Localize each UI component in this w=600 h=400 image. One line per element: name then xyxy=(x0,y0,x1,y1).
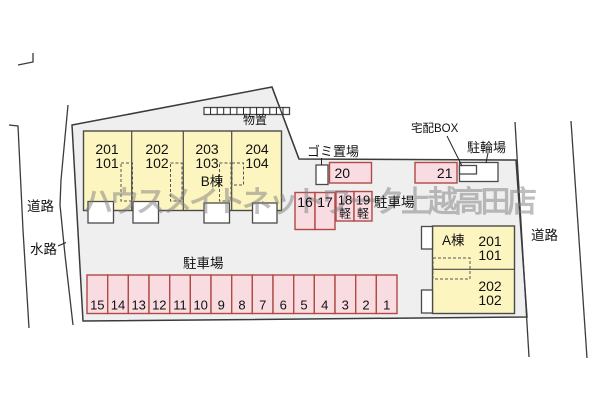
parking-space-20 xyxy=(328,161,373,184)
delivery-box-pointer-line xyxy=(446,135,463,167)
storage-row xyxy=(203,106,291,116)
storage-row-dividers xyxy=(210,107,284,115)
parking-cell-number: 14 xyxy=(111,298,125,313)
building-b-porch-dashed-1 xyxy=(120,162,133,202)
garbage-label: ゴミ置場 xyxy=(307,144,359,159)
b-unit3-lower: 103 xyxy=(195,155,219,171)
parking-16-label: 16 xyxy=(297,194,313,210)
parking-space-17 xyxy=(314,191,336,231)
road-left-label: 道路 xyxy=(27,199,54,214)
b-unit4-upper: 204 xyxy=(245,141,269,157)
parking-cell-number: 13 xyxy=(131,298,145,313)
corner-mark xyxy=(17,53,34,66)
parking-space-21 xyxy=(414,161,458,184)
building-b-entrance-1 xyxy=(87,200,115,224)
boundary-overlap-line xyxy=(271,86,300,160)
kei-label-18: 軽 xyxy=(339,207,351,221)
road-right-inner-line xyxy=(514,121,530,358)
b-unit2-upper: 202 xyxy=(145,141,169,157)
parking-19-label: 19 xyxy=(356,193,370,208)
parking-space-19 xyxy=(353,190,373,222)
building-a-porch-dashed xyxy=(432,257,471,280)
parking-cell-number: 5 xyxy=(300,298,307,313)
kei-label-19: 軽 xyxy=(357,207,369,221)
road-left-outer-line xyxy=(8,124,30,329)
building-b-label: B棟 xyxy=(201,174,224,189)
a-unit2-upper: 202 xyxy=(478,278,502,294)
waterway-tick xyxy=(57,242,67,247)
building-b-porch-dashed-3 xyxy=(219,162,232,202)
building-a-entrance-1 xyxy=(420,225,434,250)
parking-20-label: 20 xyxy=(335,165,351,181)
parking-17-label: 17 xyxy=(317,194,333,210)
parking-cell-number: 2 xyxy=(362,298,369,313)
building-b-entrance-2 xyxy=(132,200,160,224)
a-unit1-lower: 101 xyxy=(478,247,502,263)
parking-cell-number: 7 xyxy=(259,298,266,313)
building-b-entrance-3 xyxy=(203,202,231,224)
b-unit2-lower: 102 xyxy=(145,155,169,171)
parking-cell-number: 10 xyxy=(193,298,207,313)
parking-cell-number: 3 xyxy=(342,298,349,313)
delivery-box xyxy=(458,164,478,175)
b-unit1-lower: 101 xyxy=(95,155,119,171)
building-a-label: A棟 xyxy=(442,233,465,248)
road-left-inner-line xyxy=(59,104,74,326)
bicycle-parking-label: 駐輪場 xyxy=(467,140,506,155)
parking-mid-label: 駐車場 xyxy=(374,195,415,210)
b-unit1-upper: 201 xyxy=(95,141,119,157)
delivery-box-label: 宅配BOX xyxy=(411,121,459,135)
road-right-outer-line xyxy=(570,120,588,359)
a-unit1-upper: 201 xyxy=(478,233,502,249)
parking-cell xyxy=(375,274,398,315)
building-a-entrance-2 xyxy=(420,289,434,314)
building-b-entrance-4 xyxy=(251,202,278,224)
parking-cell-number: 8 xyxy=(238,298,245,313)
parking-21-label: 21 xyxy=(437,165,453,181)
b-unit4-lower: 104 xyxy=(245,155,269,171)
parking-cell-number: 6 xyxy=(280,298,287,313)
bicycle-pointer-line xyxy=(485,152,489,164)
road-right-label: 道路 xyxy=(531,228,559,243)
storage-label: 物置 xyxy=(243,113,267,127)
building-b-unit-dividers xyxy=(131,131,233,211)
waterway-label: 水路 xyxy=(30,242,57,257)
b-unit3-upper: 203 xyxy=(195,141,219,157)
parking-cell-number: 9 xyxy=(218,298,225,313)
building-b-porch-dashed-2 xyxy=(170,162,183,202)
parking-cell-number: 1 xyxy=(383,298,390,313)
parking-cell-number: 11 xyxy=(173,298,187,313)
parking-18-label: 18 xyxy=(338,193,352,208)
garbage-box xyxy=(315,164,329,186)
parking-cell-number: 4 xyxy=(321,298,328,313)
watermark-text: ハウスメイトネットワーク上越高田店 xyxy=(83,186,536,219)
parking-bottom-label: 駐車場 xyxy=(183,256,224,271)
parking-cell-number: 12 xyxy=(152,298,166,313)
a-unit2-lower: 102 xyxy=(478,292,502,308)
building-b-porch-dashed-4 xyxy=(231,162,244,186)
parking-cell-number: 15 xyxy=(90,298,104,313)
